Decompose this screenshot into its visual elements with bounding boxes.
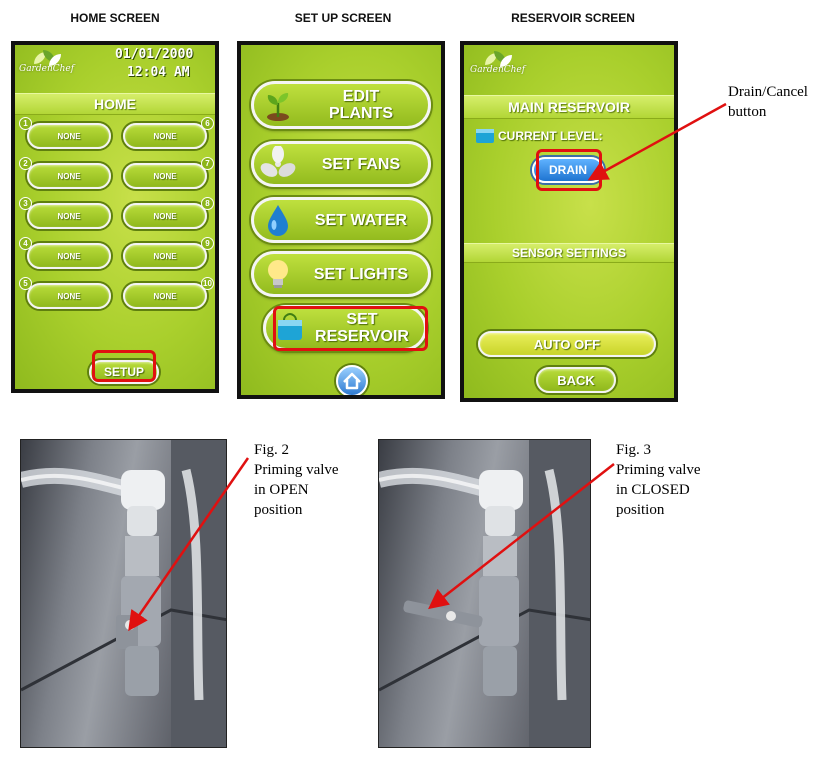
gardenchef-logo-reservoir: GardenChef: [470, 51, 525, 75]
fan-icon: [260, 146, 296, 177]
set-lights-button[interactable]: SET LIGHTS: [251, 251, 431, 297]
time-display: 12:04 AM: [127, 65, 190, 80]
plant-slot-number: 8: [201, 197, 214, 210]
edit-plants-label-line1: EDIT: [342, 88, 380, 105]
valve-closed-illustration: [379, 440, 590, 747]
plant-slot-label: NONE: [57, 211, 81, 221]
plant-slot-number: 4: [19, 237, 32, 250]
logo-text: GardenChef: [19, 64, 75, 74]
reservoir-level-icon: [476, 129, 494, 143]
plant-slot-7[interactable]: NONE: [123, 163, 207, 189]
reservoir-screen-heading: RESERVOIR SCREEN: [511, 11, 635, 25]
plant-slot-number: 2: [19, 157, 32, 170]
set-reservoir-label-line2: RESERVOIR: [315, 328, 409, 345]
fig2-line3: in OPEN: [254, 482, 309, 498]
back-button[interactable]: BACK: [536, 367, 616, 393]
current-level-label: CURRENT LEVEL:: [498, 129, 603, 143]
setup-button-highlight: [92, 350, 156, 382]
set-lights-label: SET LIGHTS: [313, 265, 409, 283]
water-drop-icon: [268, 205, 288, 236]
plant-slot-number: 1: [19, 117, 32, 130]
plant-slot-2[interactable]: NONE: [27, 163, 111, 189]
drain-annotation-line1: Drain/Cancel: [728, 84, 808, 100]
home-icon: [343, 372, 361, 390]
setup-screen-heading: SET UP SCREEN: [294, 11, 392, 25]
home-title: HOME: [15, 93, 215, 115]
home-button[interactable]: [336, 365, 368, 395]
set-water-button[interactable]: SET WATER: [251, 197, 431, 243]
drain-cancel-annotation: Drain/Cancel button: [728, 82, 808, 122]
valve-open-illustration: [21, 440, 226, 747]
plant-slot-label: NONE: [57, 171, 81, 181]
plant-slot-1[interactable]: NONE: [27, 123, 111, 149]
home-screen: GardenChef 01/01/2000 12:04 AM HOME NONE…: [11, 41, 219, 393]
plant-slot-8[interactable]: NONE: [123, 203, 207, 229]
set-reservoir-highlight: [273, 306, 428, 351]
priming-valve-closed-photo: [378, 439, 591, 748]
fig3-line3: in CLOSED: [616, 482, 690, 498]
plant-slot-5[interactable]: NONE: [27, 283, 111, 309]
drain-annotation-line2: button: [728, 104, 767, 120]
plant-slot-10[interactable]: NONE: [123, 283, 207, 309]
plant-slot-9[interactable]: NONE: [123, 243, 207, 269]
fig2-line2: Priming valve: [254, 462, 339, 478]
plant-slot-number: 10: [201, 277, 214, 290]
plant-slot-4[interactable]: NONE: [27, 243, 111, 269]
sensor-settings-header: SENSOR SETTINGS: [464, 243, 674, 263]
fig3-line1: Fig. 3: [616, 442, 652, 458]
main-reservoir-title: MAIN RESERVOIR: [464, 95, 674, 119]
plant-slot-label: NONE: [153, 251, 177, 261]
priming-valve-open-photo: [20, 439, 227, 748]
set-reservoir-label-line1: SET: [346, 311, 378, 328]
fig2-line4: position: [254, 502, 303, 518]
plant-slot-number: 9: [201, 237, 214, 250]
set-fans-label: SET FANS: [321, 155, 401, 173]
plant-slot-label: NONE: [153, 211, 177, 221]
set-water-label: SET WATER: [314, 211, 408, 229]
plant-slot-label: NONE: [57, 291, 81, 301]
fig3-pointer-arrow: [428, 463, 615, 610]
fig2-annotation: Fig. 2 Priming valve in OPEN position: [254, 440, 339, 520]
logo-text-reservoir: GardenChef: [470, 65, 526, 75]
light-bulb-icon: [268, 260, 288, 288]
date-display: 01/01/2000: [115, 47, 194, 62]
plant-slot-label: NONE: [57, 251, 81, 261]
plant-slot-number: 3: [19, 197, 32, 210]
plant-slot-number: 7: [201, 157, 214, 170]
plant-slot-label: NONE: [153, 171, 177, 181]
fig2-line1: Fig. 2: [254, 442, 290, 458]
seedling-icon: [267, 93, 289, 121]
plant-slot-label: NONE: [153, 291, 177, 301]
fig3-annotation: Fig. 3 Priming valve in CLOSED position: [616, 440, 701, 520]
plant-slot-number: 5: [19, 277, 32, 290]
plant-slot-label: NONE: [153, 131, 177, 141]
plant-slot-6[interactable]: NONE: [123, 123, 207, 149]
reservoir-screen: GardenChef MAIN RESERVOIR CURRENT LEVEL:…: [460, 41, 678, 402]
drain-pointer-arrow: [587, 102, 727, 181]
fig2-pointer-arrow: [128, 457, 250, 632]
fig3-line2: Priming valve: [616, 462, 701, 478]
auto-off-button[interactable]: AUTO OFF: [478, 331, 656, 357]
home-screen-heading: HOME SCREEN: [70, 11, 160, 25]
plant-slot-label: NONE: [57, 131, 81, 141]
edit-plants-label-line2: PLANTS: [329, 105, 393, 122]
fig3-line4: position: [616, 502, 665, 518]
reservoir-tank-icon: [278, 312, 302, 340]
plant-slot-number: 6: [201, 117, 214, 130]
plant-slot-3[interactable]: NONE: [27, 203, 111, 229]
gardenchef-logo: GardenChef: [19, 50, 74, 74]
set-fans-button[interactable]: SET FANS: [251, 141, 431, 187]
